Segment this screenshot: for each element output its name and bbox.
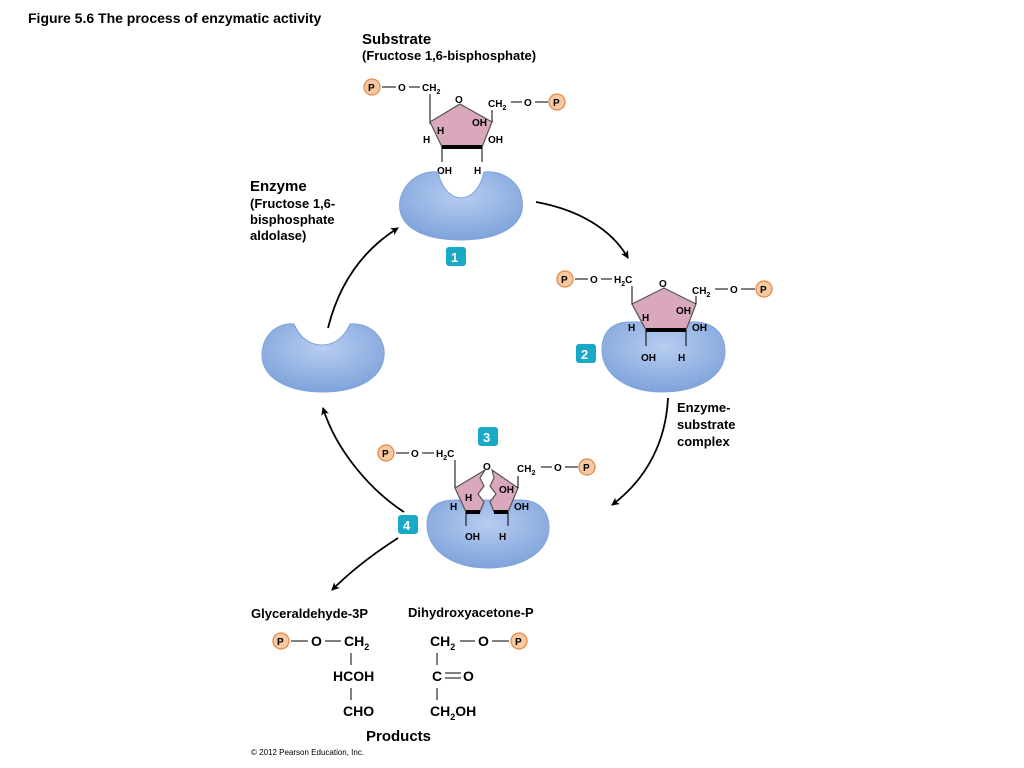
phosphate-icon [272,632,290,650]
svg-text:CH2: CH2 [692,286,710,299]
complex-label-line1: Enzyme- [677,400,730,415]
svg-text:P: P [382,449,389,460]
svg-text:H: H [628,323,635,334]
arrow-binding [535,201,629,259]
phosphate-label: P [368,83,375,94]
ring-half-left [454,469,486,513]
svg-text:OH: OH [514,502,529,513]
step-1-badge: 1 [446,247,466,266]
svg-text:OH: OH [465,532,480,543]
svg-text:O: O [590,275,598,286]
svg-text:O: O [524,98,532,109]
svg-text:O: O [483,462,491,473]
arrow-enzyme-ready [327,227,399,329]
phosphate-icon [548,93,566,111]
svg-text:CH2: CH2 [517,464,535,477]
enzyme-shape [426,499,550,569]
svg-text:OH: OH [676,306,691,317]
svg-text:O: O [478,633,489,649]
svg-text:H: H [499,532,506,543]
svg-text:P: P [760,285,767,296]
step-2-badge: 2 [576,344,596,363]
svg-text:CH2: CH2 [344,633,369,652]
svg-text:HCOH: HCOH [333,668,374,684]
enzyme-shape [601,321,726,393]
step-4-badge: 4 [398,515,418,534]
svg-text:OH: OH [499,485,514,496]
ring-half-right [489,468,519,513]
svg-text:O: O [463,668,474,684]
svg-text:2: 2 [581,347,588,362]
arrow-enzyme-return [321,407,405,513]
svg-text:H: H [423,135,430,146]
arrow-catalysis [611,397,669,506]
svg-text:O: O [730,285,738,296]
svg-text:O: O [554,463,562,474]
svg-text:O: O [311,633,322,649]
svg-text:O: O [411,449,419,460]
enzyme-name-line1: (Fructose 1,6- [250,196,335,211]
svg-text:3: 3 [483,430,490,445]
svg-text:1: 1 [451,250,458,265]
svg-text:OH: OH [472,118,487,129]
svg-text:H: H [450,502,457,513]
svg-text:CH2: CH2 [430,633,455,652]
free-substrate-molecule: P O CH2 O CH2 O P H OH H OH OH H [363,78,566,177]
phosphate-icon [363,78,381,96]
svg-text:H2C: H2C [436,449,454,462]
cleavage-complex: P O H2C O CH2 O P H OH H OH OH H [377,444,596,569]
svg-text:OH: OH [488,135,503,146]
enzyme-label: Enzyme [250,178,307,195]
enzyme-name-line3: aldolase) [250,228,306,243]
copyright-notice: © 2012 Pearson Education, Inc. [251,748,364,757]
svg-text:H: H [642,313,649,324]
product-g3p-structure: P O CH2 HCOH CHO [272,632,374,719]
svg-text:H: H [437,126,444,137]
product-dhap-structure: CH2 O P C O CH2OH [430,632,528,722]
figure-title: Figure 5.6 The process of enzymatic acti… [28,10,322,26]
substrate-name: (Fructose 1,6-bisphosphate) [362,48,536,63]
product-dhap-name: Dihydroxyacetone-P [408,605,534,620]
svg-text:OH: OH [437,166,452,177]
svg-text:H: H [465,493,472,504]
svg-text:C: C [432,668,442,684]
products-label: Products [366,728,431,745]
complex-label-line2: substrate [677,417,736,432]
svg-text:H2C: H2C [614,275,632,288]
phosphate-icon [377,444,395,462]
phosphate-icon [578,458,596,476]
svg-text:CH2: CH2 [422,83,440,96]
phosphate-icon [556,270,574,288]
arrow-release-products [331,537,399,591]
svg-text:P: P [553,98,560,109]
svg-text:CHO: CHO [343,703,374,719]
complex-label-line3: complex [677,434,731,449]
phosphate-icon [510,632,528,650]
enzyme-shape [399,171,523,241]
svg-text:P: P [515,637,522,648]
svg-text:OH: OH [692,323,707,334]
enzyme-name-line2: bisphosphate [250,212,335,227]
product-g3p-name: Glyceraldehyde-3P [251,606,368,621]
svg-text:P: P [561,275,568,286]
phosphate-icon [755,280,773,298]
svg-text:CH2OH: CH2OH [430,703,476,722]
svg-text:H: H [474,166,481,177]
svg-text:OH: OH [641,353,656,364]
ring-oxygen: O [455,95,463,106]
substrate-label: Substrate [362,31,431,48]
svg-text:4: 4 [403,518,411,533]
enzyme-substrate-complex: P O H2C O CH2 O P H OH H OH OH H [556,270,773,393]
step-3-badge: 3 [478,427,498,446]
enzyme-shape [261,323,385,393]
svg-text:O: O [659,279,667,290]
chem-o: O [398,83,406,94]
svg-text:H: H [678,353,685,364]
svg-text:P: P [277,637,284,648]
svg-text:P: P [583,463,590,474]
svg-text:CH2: CH2 [488,99,506,112]
